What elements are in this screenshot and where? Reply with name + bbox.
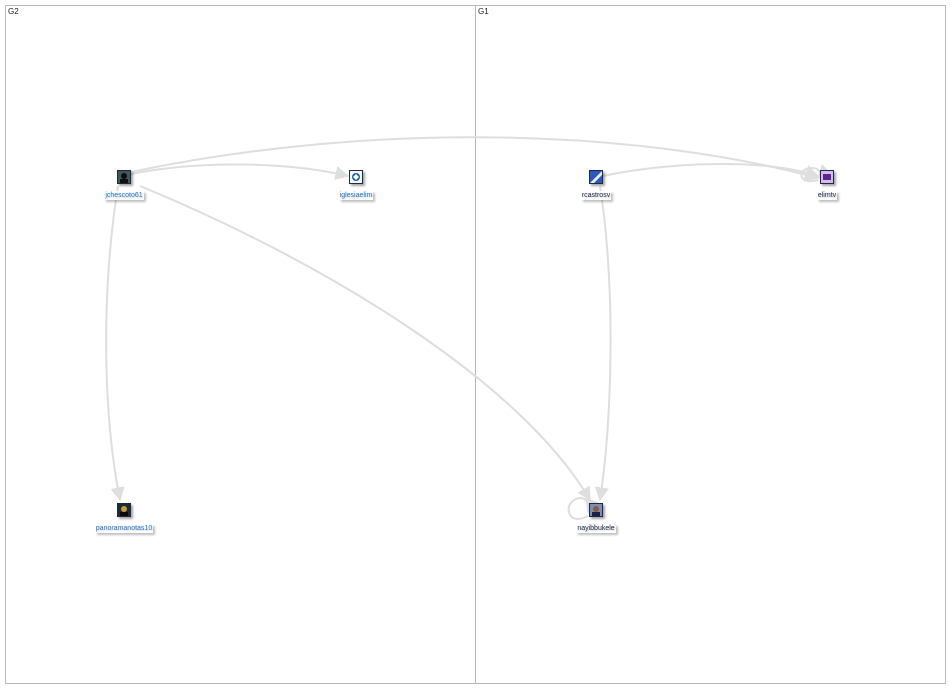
- profile-photo-dark-icon: [117, 503, 131, 517]
- node-label-iglesiaelim: iglesiaelim: [339, 191, 374, 200]
- tv-logo-icon: [820, 170, 834, 184]
- node-iglesiaelim[interactable]: iglesiaelim: [316, 170, 396, 202]
- node-label-panoramanotas10: panoramanotas10: [95, 524, 153, 533]
- node-label-jchescoto61: jchescoto61: [104, 191, 143, 200]
- group-label-g2: G2: [8, 7, 19, 16]
- church-logo-icon: [349, 170, 363, 184]
- group-box-g2: G2: [5, 5, 476, 684]
- profile-photo-blue-icon: [589, 170, 603, 184]
- node-rcastrosv[interactable]: rcastrosv: [556, 170, 636, 202]
- group-box-g1: G1: [475, 5, 946, 684]
- node-label-elimtv: elimtv: [817, 191, 837, 200]
- node-label-rcastrosv: rcastrosv: [581, 191, 611, 200]
- node-panoramanotas10[interactable]: panoramanotas10: [84, 503, 164, 535]
- node-elimtv[interactable]: elimtv: [787, 170, 867, 202]
- profile-photo-portrait-icon: [589, 503, 603, 517]
- profile-photo-dark-icon: [117, 170, 131, 184]
- node-nayibbukele[interactable]: nayibbukele: [556, 503, 636, 535]
- group-label-g1: G1: [478, 7, 489, 16]
- node-jchescoto61[interactable]: jchescoto61: [84, 170, 164, 202]
- node-label-nayibbukele: nayibbukele: [576, 524, 615, 533]
